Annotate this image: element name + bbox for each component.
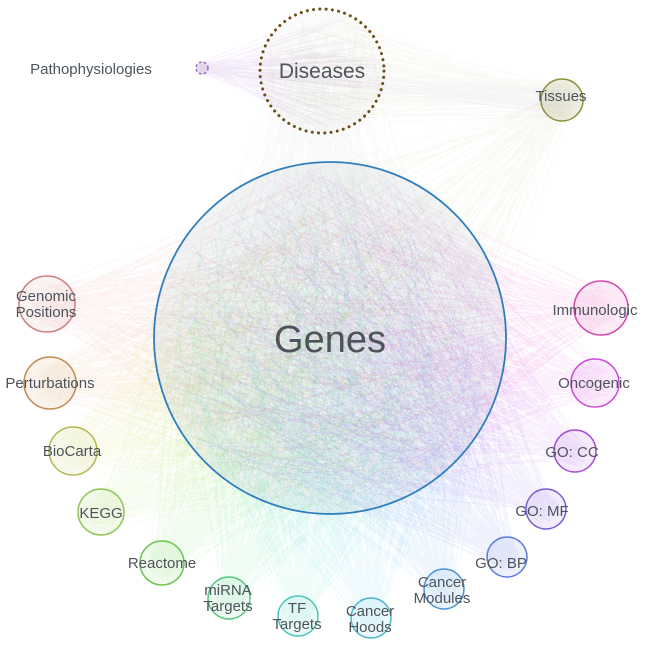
node-label-pathophysiologies: Pathophysiologies [30, 61, 152, 78]
node-go_mf[interactable] [525, 488, 567, 530]
edge-bundle-pathophysiologies-to-tissues [196, 62, 579, 116]
node-label-kegg: KEGG [79, 505, 122, 522]
node-oncogenic[interactable] [570, 358, 620, 408]
node-label-biocarta: BioCarta [43, 443, 102, 460]
node-genes[interactable] [153, 161, 507, 515]
node-circles-layer [18, 7, 629, 639]
node-label-reactome: Reactome [128, 555, 196, 572]
node-tissues[interactable] [540, 78, 584, 122]
node-label-go_mf: GO: MF [515, 503, 568, 520]
node-reactome[interactable] [139, 540, 185, 586]
node-go_cc[interactable] [553, 429, 597, 473]
node-biocarta[interactable] [48, 426, 98, 476]
node-label-perturbations: Perturbations [5, 375, 94, 392]
node-label-go_cc: GO: CC [545, 444, 599, 461]
node-cancer_hoods[interactable] [350, 597, 392, 639]
node-label-genes: Genes [274, 319, 386, 361]
node-immunologic[interactable] [573, 280, 629, 336]
node-label-diseases: Diseases [279, 60, 365, 83]
node-mirna_targets[interactable] [207, 576, 251, 620]
node-cancer_modules[interactable] [423, 568, 465, 610]
node-perturbations[interactable] [23, 356, 77, 410]
node-labels-layer: Genes Diseases PathophysiologiesTissuesGen… [5, 60, 638, 636]
node-label-go_bp: GO: BP [475, 555, 527, 572]
node-kegg[interactable] [77, 488, 125, 536]
node-go_bp[interactable] [486, 536, 528, 578]
node-label-oncogenic: Oncogenic [558, 375, 630, 392]
node-diseases[interactable] [258, 7, 386, 135]
node-label-immunologic: Immunologic [552, 302, 638, 319]
node-label-tissues: Tissues [535, 88, 586, 105]
node-tf_targets[interactable] [277, 595, 319, 637]
node-genomic_positions[interactable] [18, 275, 76, 333]
node-pathophysiologies[interactable] [195, 61, 209, 75]
